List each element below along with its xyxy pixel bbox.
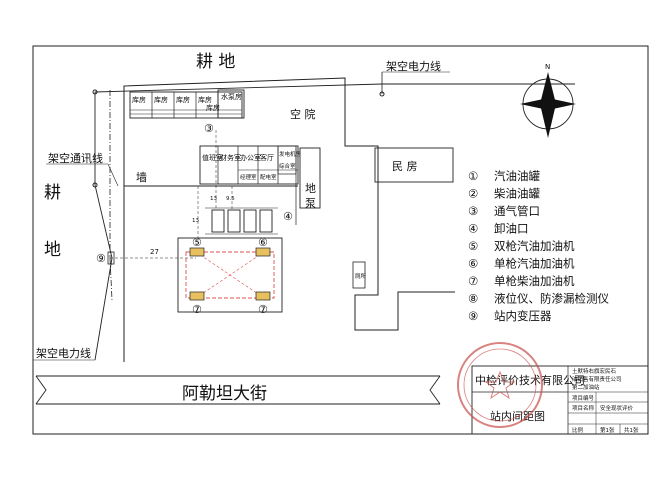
title-block bbox=[471, 365, 649, 435]
farmland-left-char-2: 地 bbox=[44, 240, 61, 260]
title-project-3: 第二加油站 bbox=[572, 383, 600, 391]
dimension-v3: 9.5 bbox=[226, 196, 235, 202]
general-room-label: 综合室 bbox=[279, 162, 296, 170]
title-row-1: 项目编号 bbox=[572, 394, 595, 402]
legend-text-2: 柴油油罐 bbox=[494, 187, 540, 201]
title-row-3-end: 共1张 bbox=[624, 426, 639, 434]
dimension-27: 27 bbox=[150, 248, 159, 256]
marker-3: ③ bbox=[204, 122, 214, 135]
legend-number-3: ③ bbox=[468, 204, 478, 218]
legend-number-5: ⑤ bbox=[468, 239, 478, 253]
street bbox=[35, 375, 441, 405]
marker-6: ⑥ bbox=[258, 236, 268, 249]
title-row-2-val: 安全现状评价 bbox=[600, 404, 634, 412]
comm-line-label: 架空通讯线 bbox=[48, 151, 103, 165]
finance-room-label: 财务室 bbox=[220, 153, 241, 162]
farmland-top-label: 耕 地 bbox=[196, 52, 235, 72]
company-seal bbox=[457, 342, 543, 428]
north-arrow bbox=[520, 72, 576, 138]
overhead-power-line-top bbox=[92, 71, 575, 97]
street-label: 阿勒坦大街 bbox=[182, 384, 267, 404]
building-label-5: 库房 bbox=[206, 103, 220, 112]
marker-9: ⑨ bbox=[96, 252, 106, 265]
pump-structure bbox=[295, 147, 321, 225]
storage-building-row bbox=[129, 89, 245, 119]
title-project-1: 土默特右旗宏民石 bbox=[572, 367, 617, 375]
dimension-v2: 13 bbox=[210, 196, 217, 202]
transformer-symbol bbox=[107, 251, 115, 265]
underground-tanks bbox=[205, 207, 278, 235]
office-block bbox=[199, 145, 299, 185]
marker-7a: ⑦ bbox=[192, 303, 202, 316]
site-boundary bbox=[123, 77, 455, 362]
legend-number-8: ⑧ bbox=[468, 292, 478, 306]
legend-number-7: ⑦ bbox=[468, 274, 478, 288]
building-label-4: 库房 bbox=[198, 95, 212, 104]
legend-number-1: ① bbox=[468, 169, 478, 183]
legend-text-9: 站内变压器 bbox=[494, 309, 552, 323]
legend-text-1: 汽油油罐 bbox=[494, 169, 540, 183]
duty-room-label: 值班室 bbox=[202, 153, 223, 162]
legend-text-8: 液位仪、防渗漏检测仪 bbox=[494, 292, 609, 306]
building-label-6: 水泵房 bbox=[221, 92, 242, 101]
residence-building bbox=[374, 147, 454, 183]
generator-room-label: 发电机房 bbox=[279, 150, 302, 158]
marker-4: ④ bbox=[283, 210, 293, 223]
building-label-1: 库房 bbox=[132, 95, 146, 104]
measurement-lines bbox=[110, 130, 233, 259]
legend-text-7: 单枪柴油加油机 bbox=[494, 274, 575, 288]
legend-text-4: 卸油口 bbox=[494, 222, 529, 236]
office-room-label: 办公室 bbox=[240, 153, 261, 162]
legend-text-5: 双枪汽油加油机 bbox=[494, 239, 575, 253]
pump-label-char-2: 泵 bbox=[305, 197, 316, 210]
toilet-label: 厕所 bbox=[355, 272, 367, 280]
toilet-building bbox=[352, 261, 366, 289]
legend-number-2: ② bbox=[468, 187, 478, 201]
legend-text-6: 单枪汽油加油机 bbox=[494, 257, 575, 271]
power-line-top-label: 架空电力线 bbox=[386, 59, 441, 73]
wall-label: 墙 bbox=[136, 170, 147, 184]
overhead-comm-line bbox=[46, 90, 119, 301]
legend-number-6: ⑥ bbox=[468, 257, 478, 271]
marker-5: ⑤ bbox=[192, 236, 202, 249]
dispensers bbox=[189, 247, 271, 301]
legend: ① 汽油油罐 ② 柴油油罐 ③ 通气管口 ④ 卸油口 ⑤ 双枪汽油加油机 ⑥ 单枪汽油加油机 ⑦ 单枪柴油… bbox=[468, 169, 609, 323]
legend-text-3: 通气管口 bbox=[494, 204, 540, 218]
customer-room-label: 客厅 bbox=[260, 153, 274, 162]
title-company: 中检评价技术有限公司 bbox=[475, 373, 585, 387]
title-row-3: 比例 bbox=[572, 426, 584, 434]
dimension-v1: 13 bbox=[192, 218, 199, 224]
title-row-3-mid: 第1张 bbox=[600, 426, 615, 434]
fuel-canopy bbox=[177, 237, 283, 313]
residence-label: 民 房 bbox=[392, 160, 418, 173]
power-room-label: 配电室 bbox=[260, 173, 277, 181]
building-label-3: 库房 bbox=[176, 95, 190, 104]
marker-7b: ⑦ bbox=[258, 303, 268, 316]
drawing-border bbox=[32, 45, 649, 435]
power-line-left-label: 架空电力线 bbox=[36, 346, 91, 360]
title-row-2: 项目名称 bbox=[572, 404, 595, 412]
yard-label: 空 院 bbox=[290, 107, 316, 121]
legend-number-9: ⑨ bbox=[468, 309, 478, 323]
legend-number-4: ④ bbox=[468, 222, 478, 236]
farmland-left-char-1: 耕 bbox=[44, 183, 61, 203]
north-label: N bbox=[545, 63, 550, 71]
pump-label-char-1: 地 bbox=[305, 182, 316, 195]
title-project-2: 油销售有限责任公司 bbox=[572, 375, 622, 383]
manager-room-label: 经理室 bbox=[240, 173, 257, 181]
building-label-2: 库房 bbox=[154, 95, 168, 104]
overhead-power-line-left bbox=[33, 92, 113, 361]
